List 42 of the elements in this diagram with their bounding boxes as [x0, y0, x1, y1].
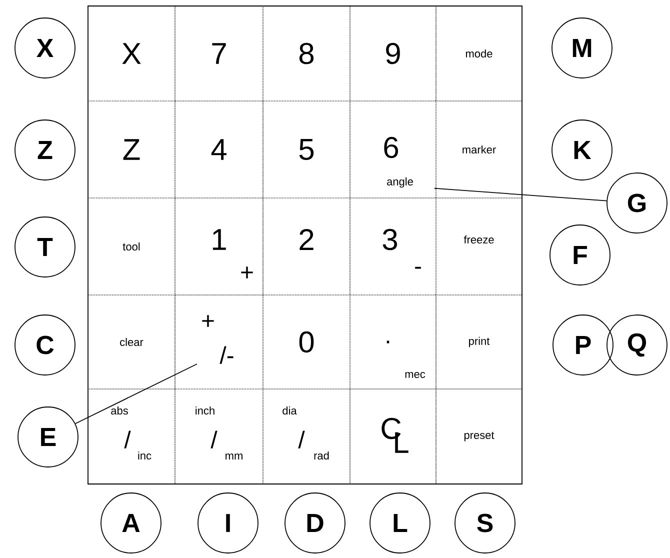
key-button: 4 [174, 100, 264, 198]
key-button: dia / rad [262, 388, 350, 484]
key-button: tool [88, 198, 176, 296]
key-button: 0 [262, 294, 350, 390]
circled-letter: C [14, 314, 76, 376]
key-button: mode [436, 6, 522, 102]
circled-letter: S [454, 492, 516, 554]
key-button: 9 [350, 6, 436, 102]
key-button: 2 [262, 198, 350, 296]
key-button: X [88, 6, 176, 102]
key-button: abs / inc [88, 388, 176, 484]
key-button: marker [436, 100, 522, 198]
circled-letter: E [18, 406, 78, 468]
key-button: 7 [174, 6, 264, 102]
key-button: 8 [262, 6, 350, 102]
circled-letter: D [284, 492, 346, 554]
circled-letter: Q [606, 314, 668, 376]
circled-letter: K [552, 120, 612, 180]
circled-letter: A [100, 492, 162, 554]
key-button: 3 - [350, 198, 436, 296]
circled-letter: L [370, 492, 430, 554]
key-button: 1 + [174, 198, 264, 296]
key-button: . mec [350, 294, 436, 390]
key-button: + /- [174, 294, 264, 390]
key-button: clear [88, 294, 176, 390]
key-button: inch / mm [174, 388, 264, 484]
leader-line [74, 364, 198, 424]
circled-letter: G [606, 172, 668, 234]
leader-line [434, 188, 608, 202]
circled-letter: T [14, 216, 76, 278]
circled-letter: X [14, 18, 76, 78]
circled-letter: P [552, 314, 614, 376]
key-button: preset [436, 388, 522, 484]
circled-letter: M [552, 18, 612, 78]
key-button: Z [88, 100, 176, 198]
key-button: freeze [436, 198, 522, 296]
key-button: 5 [262, 100, 350, 198]
circled-letter: Z [14, 120, 76, 180]
circled-letter: F [550, 224, 610, 286]
key-button: 6 angle [350, 100, 436, 198]
circled-letter: I [198, 492, 258, 554]
key-button: print [436, 294, 522, 390]
